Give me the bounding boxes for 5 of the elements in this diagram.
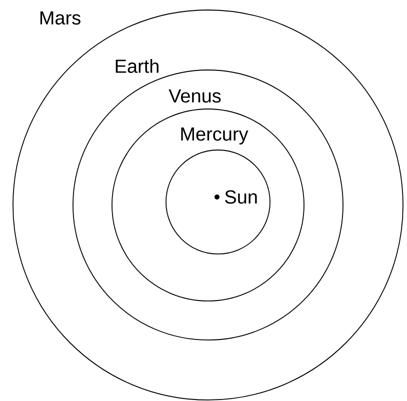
orbit-label: Mercury [181,128,248,144]
orbit-label: Earth [116,59,158,73]
orbit-label: Sun [225,190,257,204]
orbit-label: Venus [168,89,221,103]
orbit-label: Mars [40,11,80,25]
